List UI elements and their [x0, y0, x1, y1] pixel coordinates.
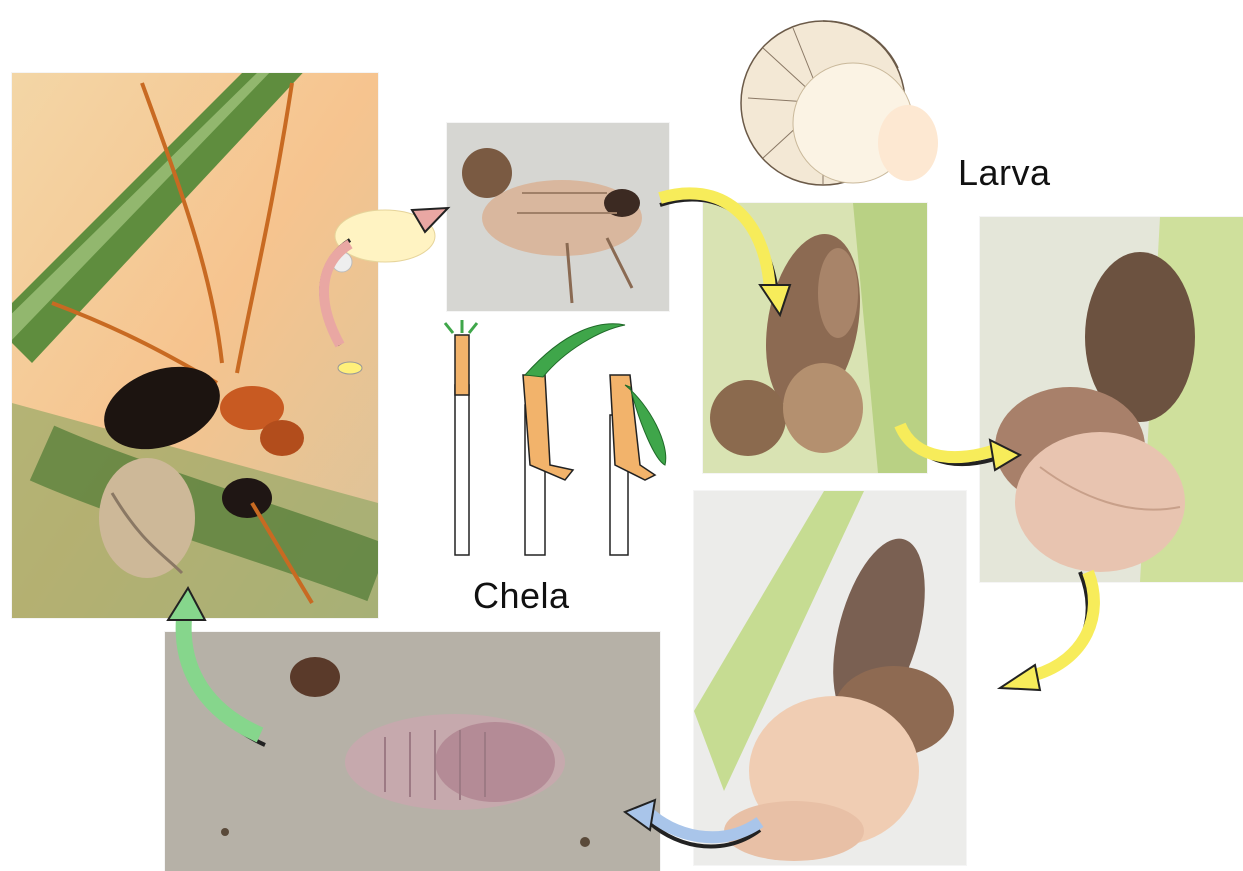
larva-label: Larva: [958, 152, 1051, 194]
host-with-enlarged-larval-sac-photo: [980, 217, 1243, 582]
larva-illustration: [733, 8, 938, 196]
host-nymph-photo: [447, 123, 669, 311]
host-with-larval-sac-photo: [703, 203, 927, 473]
yellow-arrow-3: [1035, 572, 1094, 675]
chela-label: Chela: [473, 575, 570, 617]
cocoon-photo: [165, 632, 660, 871]
mature-larva-on-host-photo: [694, 491, 966, 865]
adult-wasp-photo: [12, 73, 378, 618]
chela-illustration: [425, 315, 690, 560]
pink-arrowhead: [412, 208, 448, 232]
